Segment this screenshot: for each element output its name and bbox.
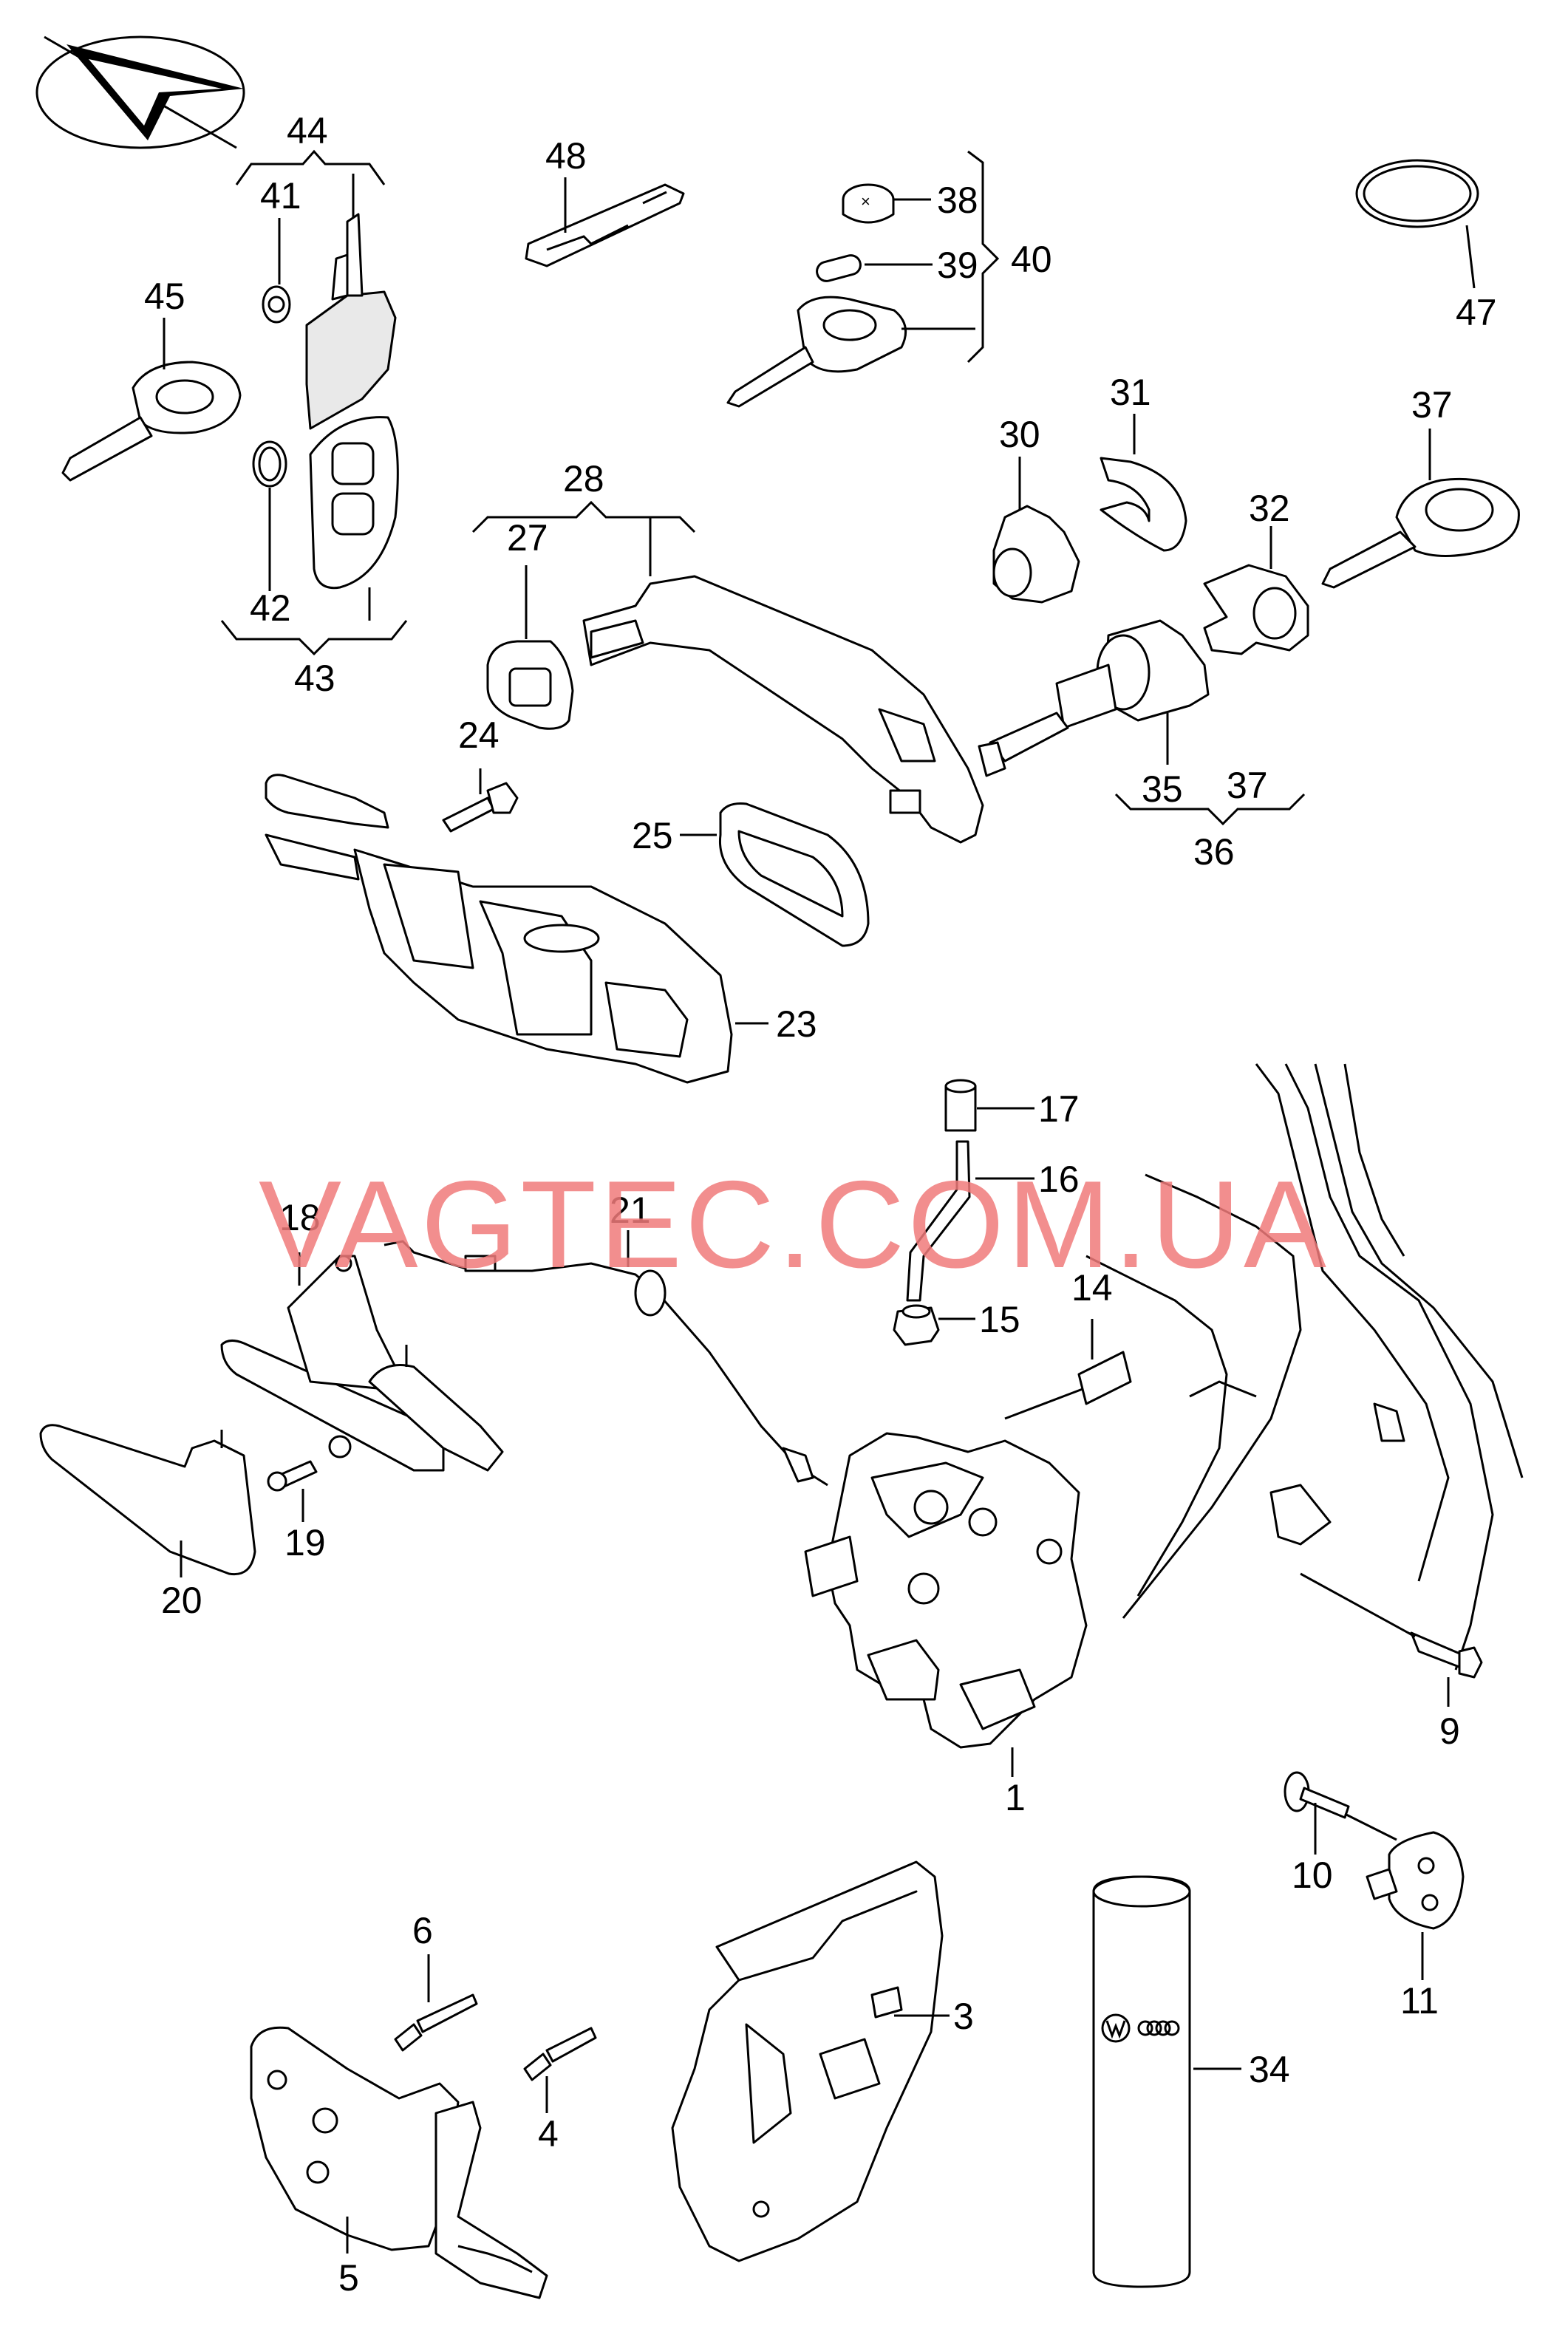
orientation-arrow-icon xyxy=(35,35,245,149)
emblem-41 xyxy=(262,285,291,324)
grommet-15 xyxy=(893,1304,940,1346)
rivet-4 xyxy=(523,2027,597,2081)
bolt-10 xyxy=(1284,1771,1397,1841)
callout-17: 17 xyxy=(1038,1088,1080,1130)
callout-43: 43 xyxy=(294,658,335,699)
callout-24: 24 xyxy=(458,714,500,756)
key-45 xyxy=(61,361,242,482)
callout-30: 30 xyxy=(999,414,1040,455)
cover-cap-38: × xyxy=(842,183,895,224)
bracket-3 xyxy=(671,1860,944,2262)
callout-48: 48 xyxy=(545,135,587,177)
bolt-24 xyxy=(442,782,519,833)
callout-35: 35 xyxy=(1142,768,1183,810)
trim-20 xyxy=(39,1424,256,1576)
remote-transmitter xyxy=(305,213,399,590)
inner-handle-18 xyxy=(220,1255,504,1472)
callout-4: 4 xyxy=(538,2113,559,2155)
door-lock-1 xyxy=(804,1432,1088,1749)
bracket-32 xyxy=(1203,564,1309,655)
callout-40: 40 xyxy=(1011,239,1052,280)
lamp-39 xyxy=(816,254,862,282)
callout-6: 6 xyxy=(412,1910,433,1951)
folding-key xyxy=(726,296,907,408)
callout-47: 47 xyxy=(1456,292,1497,333)
callout-1: 1 xyxy=(1005,1777,1026,1818)
callout-45: 45 xyxy=(144,276,185,317)
callout-18: 18 xyxy=(279,1197,321,1238)
callout-16: 16 xyxy=(1038,1159,1080,1200)
cover-31 xyxy=(1100,457,1187,552)
key-37-top xyxy=(1321,477,1520,589)
callout-36: 36 xyxy=(1193,831,1235,873)
handle-carrier-23 xyxy=(265,774,733,1084)
exterior-handle xyxy=(582,575,984,844)
striker-11 xyxy=(1366,1831,1465,1930)
four-rings-logo-icon xyxy=(1137,2020,1180,2036)
bracket-5 xyxy=(250,2026,548,2299)
callout-41: 41 xyxy=(260,175,301,216)
callout-25: 25 xyxy=(632,815,673,856)
callout-42: 42 xyxy=(250,587,291,629)
rivet-6 xyxy=(394,1993,478,2052)
callout-34: 34 xyxy=(1249,2049,1290,2090)
callout-37-top: 37 xyxy=(1411,384,1453,426)
rod-16 xyxy=(906,1140,971,1302)
gasket-25 xyxy=(718,802,870,947)
screw-17 xyxy=(944,1079,977,1132)
door-frame xyxy=(1085,1063,1524,1671)
lock-cylinder xyxy=(978,619,1210,777)
bolt-9 xyxy=(1300,1572,1483,1679)
callout-21: 21 xyxy=(610,1190,651,1231)
callout-11: 11 xyxy=(1400,1980,1439,2022)
callout-27: 27 xyxy=(507,517,548,559)
callout-9: 9 xyxy=(1439,1710,1460,1752)
callout-23: 23 xyxy=(776,1003,817,1045)
callout-20: 20 xyxy=(161,1580,202,1621)
callout-32: 32 xyxy=(1249,488,1290,529)
callout-15: 15 xyxy=(979,1299,1020,1340)
screw-19 xyxy=(267,1435,352,1492)
spray-can-34 xyxy=(1092,1875,1191,2288)
callout-44: 44 xyxy=(287,110,328,151)
gasket-27 xyxy=(486,640,574,730)
svg-text:×: × xyxy=(861,192,870,211)
o-ring-42 xyxy=(252,440,287,488)
callout-37-bottom: 37 xyxy=(1227,765,1268,806)
callout-19: 19 xyxy=(284,1522,326,1563)
callout-28: 28 xyxy=(563,458,604,499)
bowden-cable-21 xyxy=(384,1240,828,1487)
watermark: VAGTEC.COM.UA xyxy=(259,1155,1329,1294)
callout-31: 31 xyxy=(1110,372,1151,413)
key-blank-48 xyxy=(525,183,685,267)
callout-38: 38 xyxy=(937,180,978,221)
callout-10: 10 xyxy=(1292,1855,1333,1896)
cap-30 xyxy=(992,505,1080,604)
switch-14 xyxy=(1004,1351,1132,1420)
callout-5: 5 xyxy=(338,2257,359,2299)
ring-47 xyxy=(1355,159,1479,228)
callout-3: 3 xyxy=(953,1996,974,2037)
vw-logo-icon xyxy=(1101,2013,1131,2043)
callout-39: 39 xyxy=(937,245,978,286)
callout-14: 14 xyxy=(1071,1267,1113,1309)
